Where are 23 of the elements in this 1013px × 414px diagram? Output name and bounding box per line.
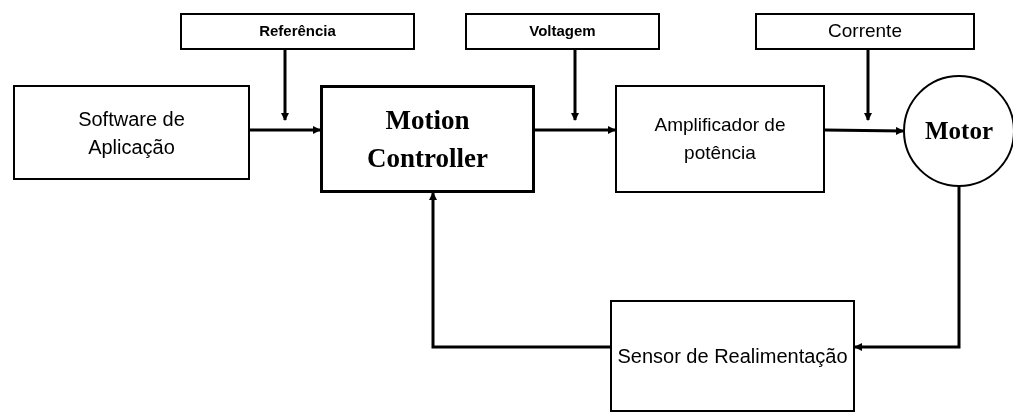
- signal-label-box: [465, 13, 660, 50]
- node-label: Software de Aplicação: [77, 106, 186, 160]
- process-box: [615, 85, 825, 193]
- process-box: [320, 85, 535, 193]
- node-label: Voltagem: [529, 21, 596, 42]
- arrow: [864, 50, 872, 121]
- arrow: [571, 50, 579, 121]
- node-label: Motor: [925, 116, 993, 147]
- node-label: Corrente: [828, 19, 902, 44]
- signal-label-box: [755, 13, 975, 50]
- signal-label-box: [180, 13, 415, 50]
- arrow: [535, 126, 616, 134]
- node-label: Amplificador de potência: [653, 113, 787, 165]
- arrow: [281, 50, 289, 121]
- arrow: [250, 126, 321, 134]
- process-box: [13, 85, 250, 180]
- node-label: Referência: [259, 21, 336, 42]
- process-box: [610, 300, 855, 412]
- node-label: Sensor de Realimentação: [617, 344, 848, 369]
- arrow: [429, 192, 610, 349]
- arrow: [824, 126, 904, 135]
- arrow: [854, 187, 961, 351]
- node-label: Motion Controller: [366, 104, 489, 175]
